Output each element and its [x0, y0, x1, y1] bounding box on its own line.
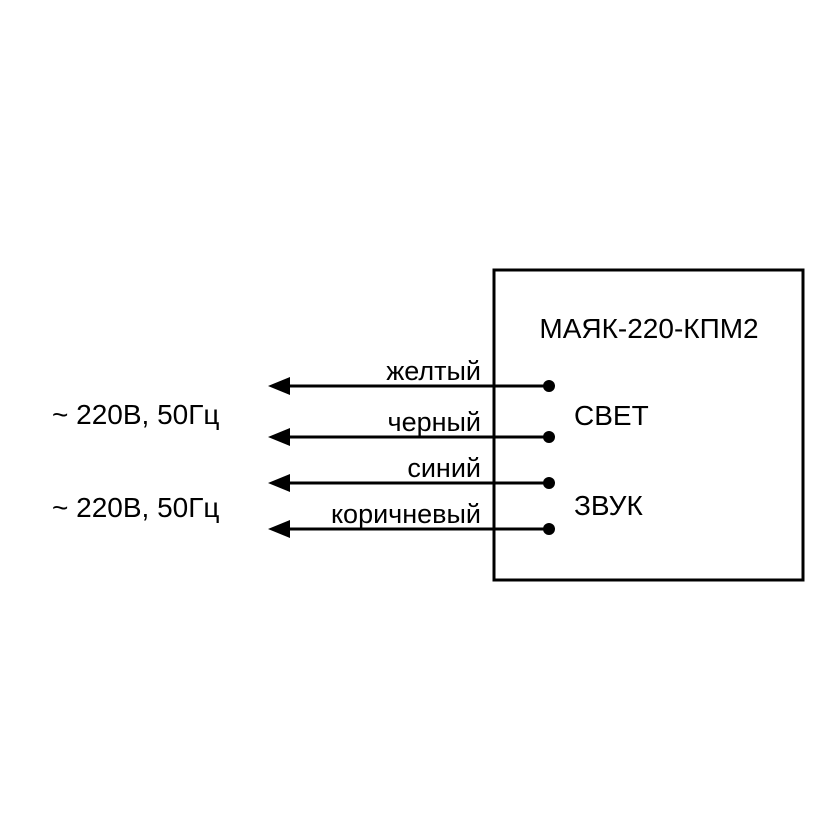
arrow-head-icon	[268, 520, 290, 538]
terminal-dot	[543, 380, 555, 392]
device-box	[492, 268, 805, 582]
terminal-dot	[543, 523, 555, 535]
supply-label-light: ~ 220В, 50Гц	[52, 399, 219, 430]
wire-4: коричневый	[268, 499, 555, 538]
arrow-head-icon	[268, 377, 290, 395]
wire-1: желтый	[268, 356, 555, 395]
supply-label-sound: ~ 220В, 50Гц	[52, 492, 219, 523]
arrow-head-icon	[268, 474, 290, 492]
device-title: МАЯК-220-КПМ2	[539, 313, 758, 344]
terminal-group-light: СВЕТ	[574, 400, 649, 431]
wire-3: синий	[268, 453, 555, 492]
wire-color-label: черный	[388, 407, 482, 437]
arrow-head-icon	[268, 428, 290, 446]
wire-2: черный	[268, 407, 555, 446]
wire-color-label: желтый	[386, 356, 481, 386]
wire-color-label: синий	[407, 453, 481, 483]
terminal-dot	[543, 431, 555, 443]
terminal-group-sound: ЗВУК	[574, 490, 643, 521]
wire-color-label: коричневый	[331, 499, 481, 529]
terminal-dot	[543, 477, 555, 489]
